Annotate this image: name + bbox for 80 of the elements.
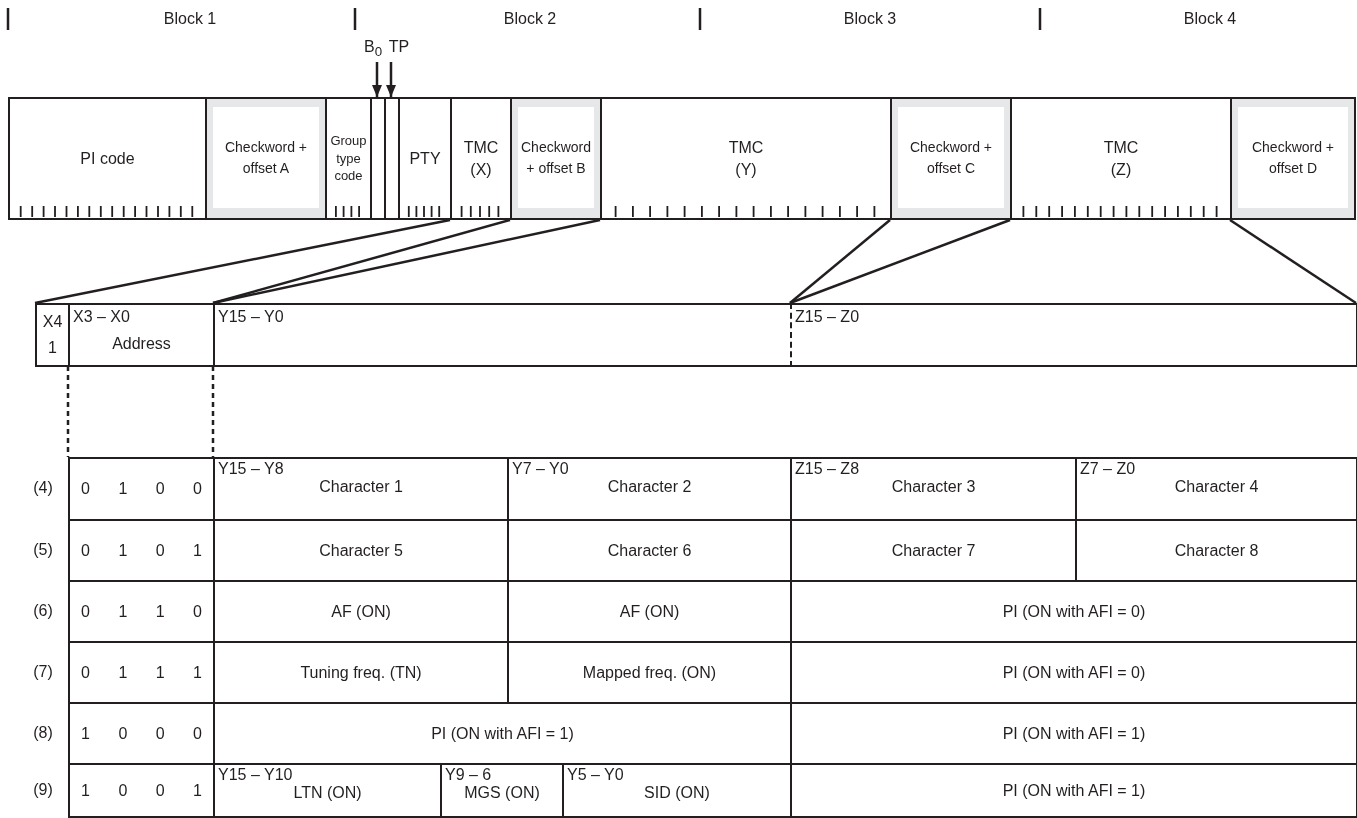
field-name: PI (ON with AFI = 1) <box>1002 781 1146 800</box>
field-box <box>325 97 372 220</box>
bit-pattern: 0 1 0 1 <box>81 541 202 560</box>
field-name: Character 6 <box>607 541 692 560</box>
bit-pattern: 1 0 0 0 <box>81 724 202 743</box>
field-name: Character 2 <box>606 478 693 496</box>
field-name: PI (ON with AFI = 0) <box>1002 663 1146 682</box>
arrow <box>386 62 396 97</box>
field-label: PI code <box>80 148 135 169</box>
field-label: Address <box>111 335 172 353</box>
field-name: SID (ON) <box>643 784 711 802</box>
bit-range: Y15 – Y10 <box>218 766 293 784</box>
field-box <box>213 303 792 367</box>
field-name: Tuning freq. (TN) <box>300 663 422 682</box>
field-name: Character 4 <box>1173 478 1260 496</box>
checkword-field <box>205 97 327 220</box>
bit-pattern: 0 1 0 0 <box>81 480 202 498</box>
expansion-line <box>212 218 601 305</box>
field-name: AF (ON) <box>619 602 680 621</box>
field-name: Character 8 <box>1174 541 1259 560</box>
bit-range: Y15 – Y0 <box>218 308 284 326</box>
field-label: Checkword + offset D <box>1250 137 1336 178</box>
bit-range: Y15 – Y8 <box>218 460 284 478</box>
field-name: Character 5 <box>319 541 403 560</box>
row-number: (5) <box>33 540 53 559</box>
bit-range: X3 – X0 <box>73 308 130 326</box>
field-box <box>384 97 400 220</box>
field-box <box>370 97 386 220</box>
field-box <box>35 303 70 367</box>
bit-range: Z15 – Z8 <box>795 460 860 478</box>
field-name: PI (ON with AFI = 1) <box>1002 724 1146 743</box>
bit-pattern: 0 1 1 0 <box>81 602 202 621</box>
checkword-field <box>510 97 602 220</box>
field-box <box>398 97 452 220</box>
block-label: Block 3 <box>843 10 897 28</box>
field-name: MGS (ON) <box>463 784 541 802</box>
field-label: TMC (Z) <box>1102 137 1140 180</box>
row-number: (6) <box>33 601 53 620</box>
field-name: PI (ON with AFI = 1) <box>431 724 574 743</box>
bit-range: Y5 – Y0 <box>567 766 624 784</box>
field-label: 1 <box>48 338 57 358</box>
bit-range: Y7 – Y0 <box>512 460 569 478</box>
block-label: Block 1 <box>163 10 217 28</box>
field-name: PI (ON with AFI = 0) <box>1002 602 1146 621</box>
field-name: AF (ON) <box>331 602 391 621</box>
bit-label: TP <box>386 38 412 64</box>
arrow <box>372 62 382 97</box>
field-label: X4 <box>42 312 63 333</box>
field-name: Character 3 <box>890 478 977 496</box>
bit-range: Y9 – 6 <box>445 766 492 784</box>
block-label: Block 4 <box>1183 10 1237 28</box>
field-name: Character 7 <box>891 541 976 560</box>
expansion-line <box>789 219 891 304</box>
row-number: (8) <box>33 723 53 742</box>
field-name: Character 1 <box>318 478 404 496</box>
row-number: (7) <box>33 662 53 681</box>
bit-range: Z15 – Z0 <box>795 308 860 326</box>
field-label: Checkword + offset B <box>520 137 592 178</box>
field-label: TMC (X) <box>462 137 500 180</box>
expansion-line <box>1229 218 1357 305</box>
field-label: TMC (Y) <box>727 137 765 180</box>
expansion-line <box>34 218 451 305</box>
bit-pattern: 1 0 0 1 <box>81 781 202 800</box>
field-name: Mapped freq. (ON) <box>582 663 717 682</box>
field-box <box>790 303 1357 367</box>
checkword-field <box>890 97 1012 220</box>
field-label: Group type code <box>329 132 368 185</box>
expansion-line <box>789 218 1011 305</box>
bit-label: B$_{0}$ <box>360 38 386 64</box>
row-number: (9) <box>33 780 53 799</box>
block-label: Block 2 <box>503 10 557 28</box>
checkword-field <box>1230 97 1356 220</box>
bit-pattern: 0 1 1 1 <box>81 663 202 682</box>
row-number: (4) <box>33 479 53 497</box>
field-name: LTN (ON) <box>292 784 363 802</box>
bit-range: Z7 – Z0 <box>1080 460 1136 478</box>
field-label: Checkword + offset A <box>223 137 309 178</box>
field-box <box>68 303 215 367</box>
field-label: Checkword + offset C <box>908 137 994 178</box>
field-label: PTY <box>409 148 441 169</box>
